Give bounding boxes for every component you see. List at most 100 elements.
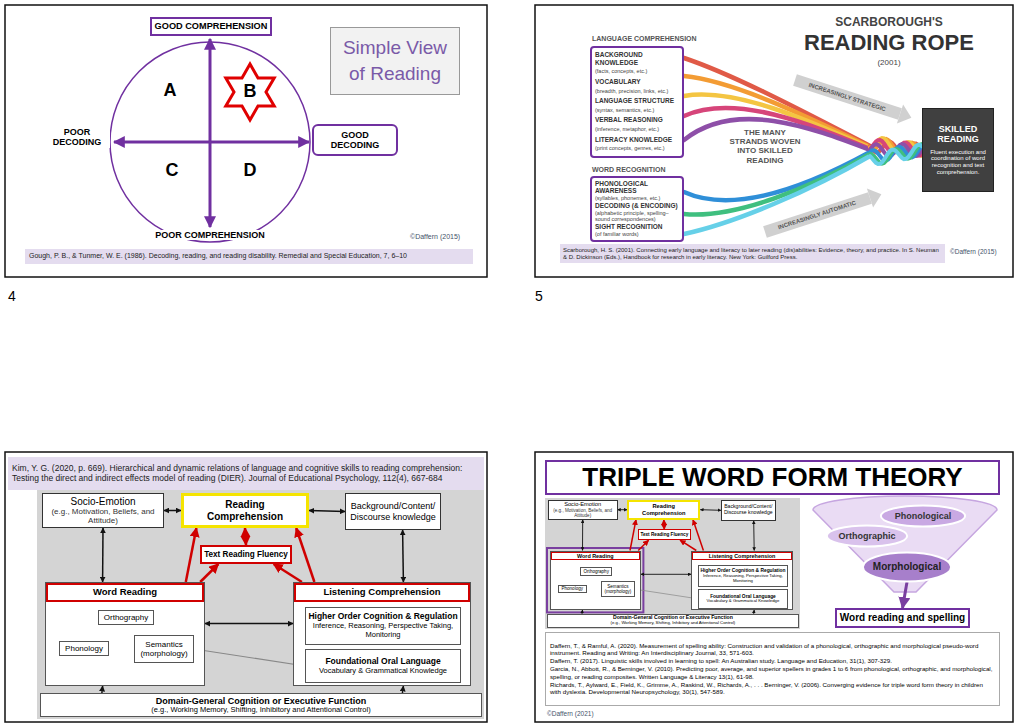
node-text: LANGUAGE STRUCTURE <box>595 97 679 104</box>
node-text: Garcia, N., Abbott, R., & Berninger, V. … <box>550 665 995 679</box>
group-heading: WORD RECOGNITION <box>592 166 702 174</box>
node-text: Gough, P. B., & Tunmer, W. E. (1986). De… <box>29 252 469 260</box>
strand-list-box: PHONOLOGICAL AWARENESS(syllables, phonem… <box>590 176 684 242</box>
group-heading: LANGUAGE COMPREHENSION <box>592 35 702 43</box>
slide-frame <box>535 452 1013 722</box>
node-text: (facts, concepts, etc.) <box>595 68 679 74</box>
skill-box: Semantics (morphology) <box>134 635 194 663</box>
node-text: TRIPLE WORD FORM THEORY <box>549 463 996 493</box>
node-text: Reading Comprehension <box>186 499 304 522</box>
page-number: 5 <box>535 288 555 304</box>
star-symbol <box>226 64 274 120</box>
quadrant-letter: A <box>160 80 180 101</box>
model-box: Background/Content/ Discourse knowledge <box>721 500 776 521</box>
node-text: SIGHT RECOGNITION <box>595 223 679 230</box>
reading-rope <box>684 58 922 234</box>
citation-band: Gough, P. B., & Tunmer, W. E. (1986). De… <box>25 249 473 264</box>
model-background <box>37 490 484 719</box>
node-text: Inference, Reasoning, Perspective Taking… <box>700 574 785 584</box>
node-text: (e.g., Working Memory, Shifting, Inhibit… <box>43 706 479 715</box>
model-box: Socio-Emotion(e.g., Motivation, Beliefs,… <box>548 500 618 520</box>
component-group: Listening ComprehensionHigher Order Cogn… <box>293 582 471 686</box>
connector <box>309 511 345 512</box>
ellipse-shape <box>827 525 907 546</box>
node-text: Scarborough, H. S. (2001). Connecting ea… <box>563 247 942 261</box>
node-text: PHONOLOGICAL AWARENESS <box>595 180 679 195</box>
strand-list-box: BACKGROUND KNOWLEDGE (facts, concepts, et… <box>590 46 684 158</box>
automatic-arrowhead <box>867 189 882 208</box>
node-text: Semantics (morphology) <box>603 584 633 594</box>
rope-braid <box>870 145 922 164</box>
node-text: Word reading and spelling <box>839 612 966 624</box>
node-text: (print concepts, genres, etc.) <box>595 145 679 151</box>
title-box: TRIPLE WORD FORM THEORY <box>545 460 1000 495</box>
arrow-label: INCREASINGLY AUTOMATIC <box>768 196 865 233</box>
node-text: Word Reading <box>551 552 640 560</box>
connector <box>630 520 636 551</box>
quadrant-letter: C <box>162 160 182 181</box>
form-ellipse: Morphological <box>862 552 952 582</box>
component-group: Word ReadingOrthographyPhonologySemantic… <box>45 582 205 686</box>
model-box: Background/Content/ Discourse knowledge <box>345 493 441 530</box>
connector <box>186 528 197 582</box>
node-text: Background/Content/ Discourse knowledge <box>348 501 438 522</box>
citation-band: Scarborough, H. S. (2001). Connecting ea… <box>560 244 945 263</box>
funnel-shape <box>813 496 997 592</box>
node-text: BACKGROUND KNOWLEDGE <box>595 51 679 66</box>
foundation-band: Domain-General Cognition or Executive Fu… <box>547 614 799 628</box>
copyright-note: ©Daffern (2015) <box>950 248 1010 255</box>
connector <box>164 510 181 512</box>
component-group: Listening ComprehensionHigher Order Cogn… <box>691 551 793 610</box>
node-text: VERBAL REASONING <box>595 116 679 123</box>
connector <box>680 540 696 550</box>
highlight-frame <box>547 548 643 612</box>
quadrant-letter: B <box>240 81 260 102</box>
connector <box>296 528 314 582</box>
node-text: Vocabulary & Grammatical Knowledge <box>700 599 785 604</box>
connector <box>194 649 305 666</box>
node-text: Listening Comprehension <box>294 583 470 602</box>
node-text: Orthographic <box>828 531 906 541</box>
node-text: Listening Comprehension <box>692 552 792 560</box>
form-ellipse: Orthographic <box>826 525 908 547</box>
connector <box>245 528 246 545</box>
ellipse-shape <box>881 505 965 526</box>
node-text: Morphological <box>864 561 950 573</box>
node-text: (syntax, semantics, etc.) <box>595 107 679 113</box>
model-background <box>545 498 800 629</box>
rope-braid <box>870 144 922 164</box>
node-text: Kim, Y. G. (2020, p. 669). Hierarchical … <box>12 464 480 484</box>
node-text: Background/Content/ Discourse knowledge <box>723 504 774 516</box>
node-text: Fluent execution and coordination of wor… <box>926 149 990 177</box>
rope-title: SCARBOROUGH'S <box>834 16 944 30</box>
connector <box>635 589 698 599</box>
node-text: (e.g., Working Memory, Shifting, Inhibit… <box>549 621 797 626</box>
node-text: Phonological <box>882 511 964 521</box>
slide-frame <box>5 5 487 277</box>
model-box: Socio-Emotion(e.g., Motivation, Beliefs,… <box>42 493 164 528</box>
node-text: Daffern, T., & Ramful, A. (2020). Measur… <box>550 642 995 656</box>
skill-box: Phonology <box>59 641 109 656</box>
node-text: (e.g., Motivation, Beliefs, and Attitude… <box>550 508 616 518</box>
node-text: Simple View of Reading <box>333 35 457 86</box>
node-text: Semantics (morphology) <box>137 640 191 658</box>
skill-box: Orthography <box>580 567 612 576</box>
node-text: Foundational Oral Language <box>308 657 458 667</box>
connector <box>402 686 403 693</box>
skill-box: Semantics (morphology) <box>601 581 635 597</box>
node-text: (alphabetic principle, spelling–sound co… <box>595 210 679 223</box>
skill-box: Phonology <box>558 585 587 594</box>
node-text: Reading Comprehension <box>630 503 697 516</box>
slide-frame <box>535 5 1013 277</box>
skilled-reading-box: SKILLED READING Fluent execution and coor… <box>922 108 994 192</box>
node-text: SKILLED READING <box>926 124 990 145</box>
skill-box: Foundational Oral LanguageVocabulary & G… <box>698 589 787 608</box>
foundation-band: Domain-General Cognition or Executive Fu… <box>40 693 482 717</box>
connector <box>700 509 721 511</box>
connector <box>200 564 218 582</box>
copyright-note: ©Daffern (2021) <box>547 710 627 717</box>
fluency-box: Text Reading Fluency <box>200 545 292 564</box>
node-text: Text Reading Fluency <box>640 532 689 537</box>
skill-box: Foundational Oral LanguageVocabulary & G… <box>305 649 461 683</box>
copyright-note: ©Daffern (2015) <box>410 233 472 241</box>
